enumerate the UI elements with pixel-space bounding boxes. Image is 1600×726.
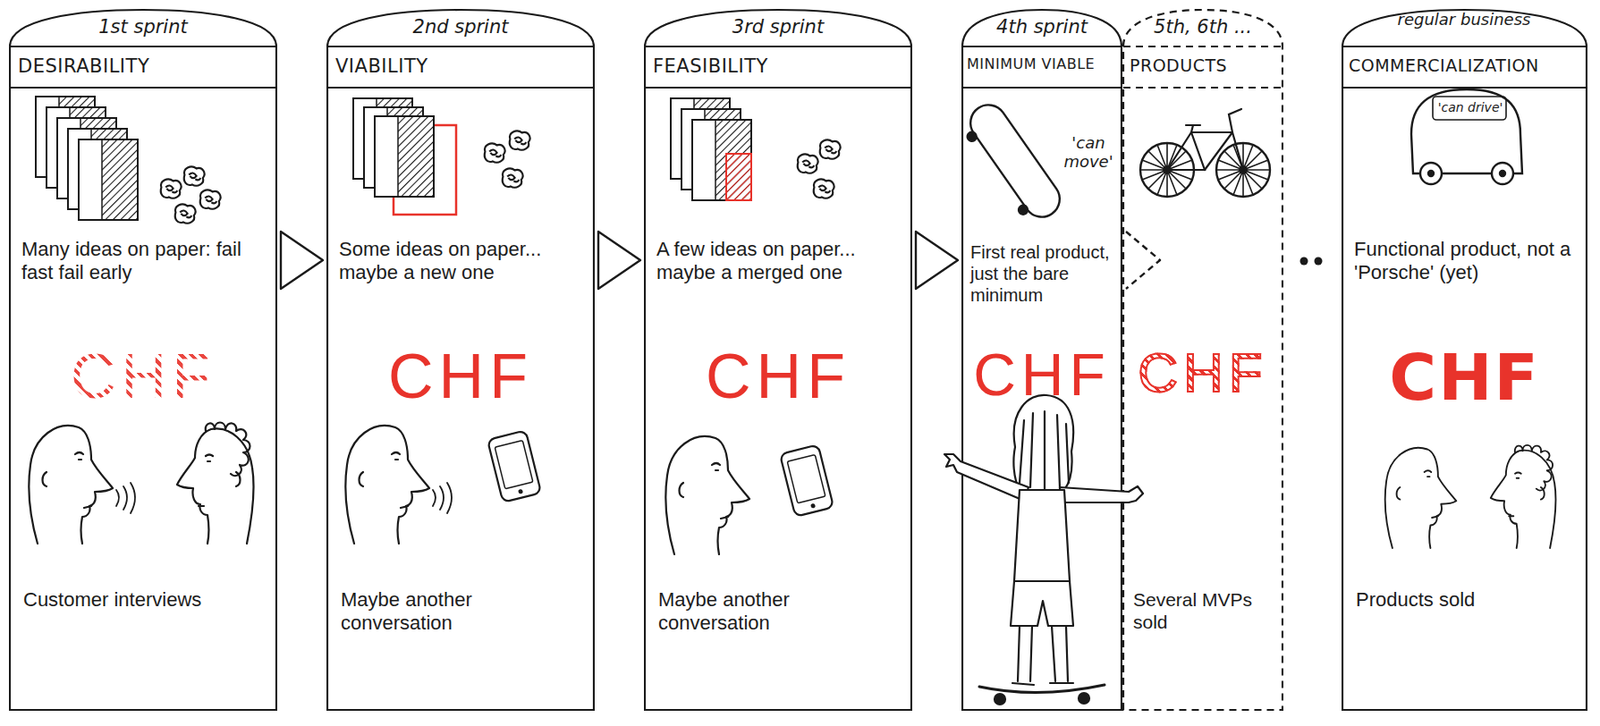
sprint-label: regular business bbox=[1396, 9, 1532, 30]
panel-note: Functional product, not a 'Porsche' (yet… bbox=[1354, 237, 1577, 286]
sprint-label: 1st sprint bbox=[8, 16, 278, 39]
sprint-label: 4th sprint bbox=[961, 16, 1123, 39]
panel-divider bbox=[644, 46, 912, 88]
panel-note: A few ideas on paper... maybe a merged o… bbox=[656, 237, 902, 286]
panel-caption: Customer interviews bbox=[23, 588, 265, 612]
chevron-connector bbox=[915, 231, 958, 289]
phase-title: PRODUCTS bbox=[1129, 55, 1273, 77]
sprint-panel: 2nd sprintVIABILITY Some ideas on paper..… bbox=[326, 7, 595, 712]
phase-title: COMMERCIALIZATION bbox=[1348, 55, 1582, 77]
panel-border bbox=[644, 9, 912, 711]
ellipsis-dot bbox=[1300, 257, 1309, 266]
panel-caption: Products sold bbox=[1355, 588, 1575, 612]
currency-mark: CHF bbox=[1341, 345, 1588, 410]
sprint-panel: 1st sprintDESIRABILITY Many ideas on pape… bbox=[8, 7, 278, 712]
panel-divider bbox=[962, 46, 1122, 88]
currency-mark: CHF bbox=[643, 345, 913, 408]
sprint-label: 5th, 6th ... bbox=[1122, 16, 1284, 39]
sprint-panel: 3rd sprintFEASIBILITY A few ideas on pape… bbox=[643, 7, 913, 712]
currency-mark: CHF bbox=[326, 345, 595, 408]
panel-note: Some ideas on paper... maybe a new one bbox=[338, 237, 585, 286]
panel-divider bbox=[9, 46, 277, 88]
chevron-connector bbox=[280, 231, 323, 289]
currency-mark: CHF bbox=[8, 345, 278, 408]
chevron-arrow bbox=[915, 231, 958, 289]
panel-border bbox=[1123, 9, 1283, 711]
ellipsis-dot bbox=[1314, 257, 1323, 266]
phase-title: DESIRABILITY bbox=[17, 55, 269, 78]
phase-title: VIABILITY bbox=[335, 55, 586, 78]
panel-divider bbox=[1123, 46, 1283, 88]
panel-border bbox=[9, 9, 277, 711]
sprint-label: 2nd sprint bbox=[326, 16, 595, 39]
phase-title: MINIMUM VIABLE bbox=[966, 55, 1119, 73]
panel-divider bbox=[327, 46, 594, 88]
panel-border bbox=[327, 9, 594, 711]
panel-note: First real product, just the bare minimu… bbox=[970, 241, 1118, 306]
chevron-arrow bbox=[280, 231, 323, 289]
sprint-label: 3rd sprint bbox=[643, 16, 913, 39]
panel-note: Many ideas on paper: fail fast fail earl… bbox=[21, 237, 267, 286]
sprint-panel: 4th sprintMINIMUM VIABLE First real produ… bbox=[961, 7, 1123, 712]
sprint-panel: 5th, 6th ... PRODUCTS CHF Several MVPs sold bbox=[1122, 7, 1284, 712]
chevron-connector bbox=[598, 231, 641, 289]
panel-border bbox=[1342, 9, 1587, 711]
currency-mark: CHF bbox=[956, 345, 1127, 405]
panel-caption: Several MVPs sold bbox=[1133, 588, 1268, 634]
phase-title: FEASIBILITY bbox=[652, 55, 904, 78]
chevron-arrow bbox=[598, 231, 641, 289]
panel-divider bbox=[1342, 46, 1587, 88]
illustration-label: 'can move' bbox=[1060, 134, 1117, 171]
panel-caption: Maybe another conversation bbox=[340, 588, 583, 636]
illustration-label: 'can drive' bbox=[1434, 100, 1507, 115]
currency-mark: CHF bbox=[1122, 345, 1284, 401]
panel-caption: Maybe another conversation bbox=[658, 588, 900, 636]
